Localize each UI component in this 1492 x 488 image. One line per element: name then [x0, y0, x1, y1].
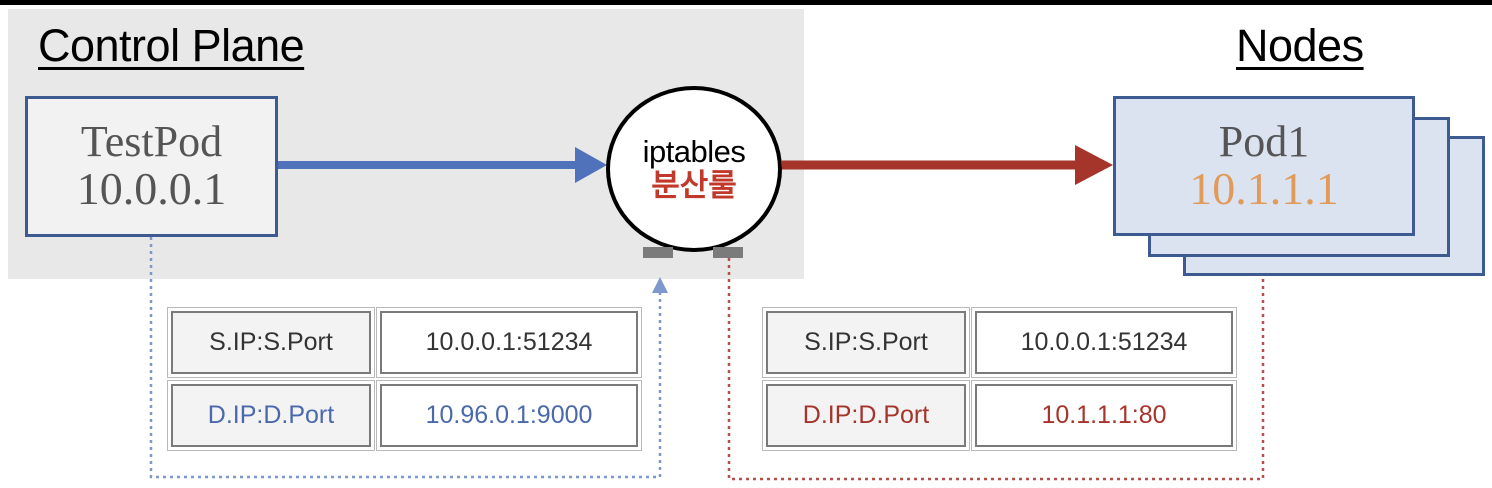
- control-plane-title: Control Plane: [38, 20, 305, 71]
- nodes-title: Nodes: [1236, 20, 1364, 71]
- iptables-label: iptables: [642, 133, 746, 169]
- pod1-name: Pod1: [1218, 116, 1310, 166]
- testpod-box: TestPod 10.0.0.1: [25, 96, 278, 237]
- iptables-sub-label: 분산룰: [651, 168, 737, 204]
- iptables-port-right: [713, 247, 743, 258]
- red-arrowhead: [1075, 145, 1113, 185]
- blue-dotted-arrowhead: [652, 277, 668, 293]
- iptables-port-left: [643, 247, 673, 258]
- top-rule: [0, 0, 1492, 5]
- pod1-ip: 10.1.1.1: [1189, 162, 1339, 214]
- iptables-circle: iptables 분산룰: [606, 86, 782, 252]
- packet-before-dst-label: D.IP:D.Port: [167, 380, 375, 451]
- pod1-box: Pod1 10.1.1.1: [1113, 96, 1415, 236]
- testpod-name: TestPod: [80, 117, 223, 167]
- packet-after-dst-value: 10.1.1.1:80: [971, 380, 1237, 451]
- packet-before-src-value: 10.0.0.1:51234: [376, 307, 642, 378]
- packet-before-dst-value: 10.96.0.1:9000: [376, 380, 642, 451]
- packet-before-src-label: S.IP:S.Port: [167, 307, 375, 378]
- packet-after-dst-label: D.IP:D.Port: [762, 380, 970, 451]
- packet-after-src-label: S.IP:S.Port: [762, 307, 970, 378]
- testpod-ip: 10.0.0.1: [76, 163, 227, 215]
- packet-after-src-value: 10.0.0.1:51234: [971, 307, 1237, 378]
